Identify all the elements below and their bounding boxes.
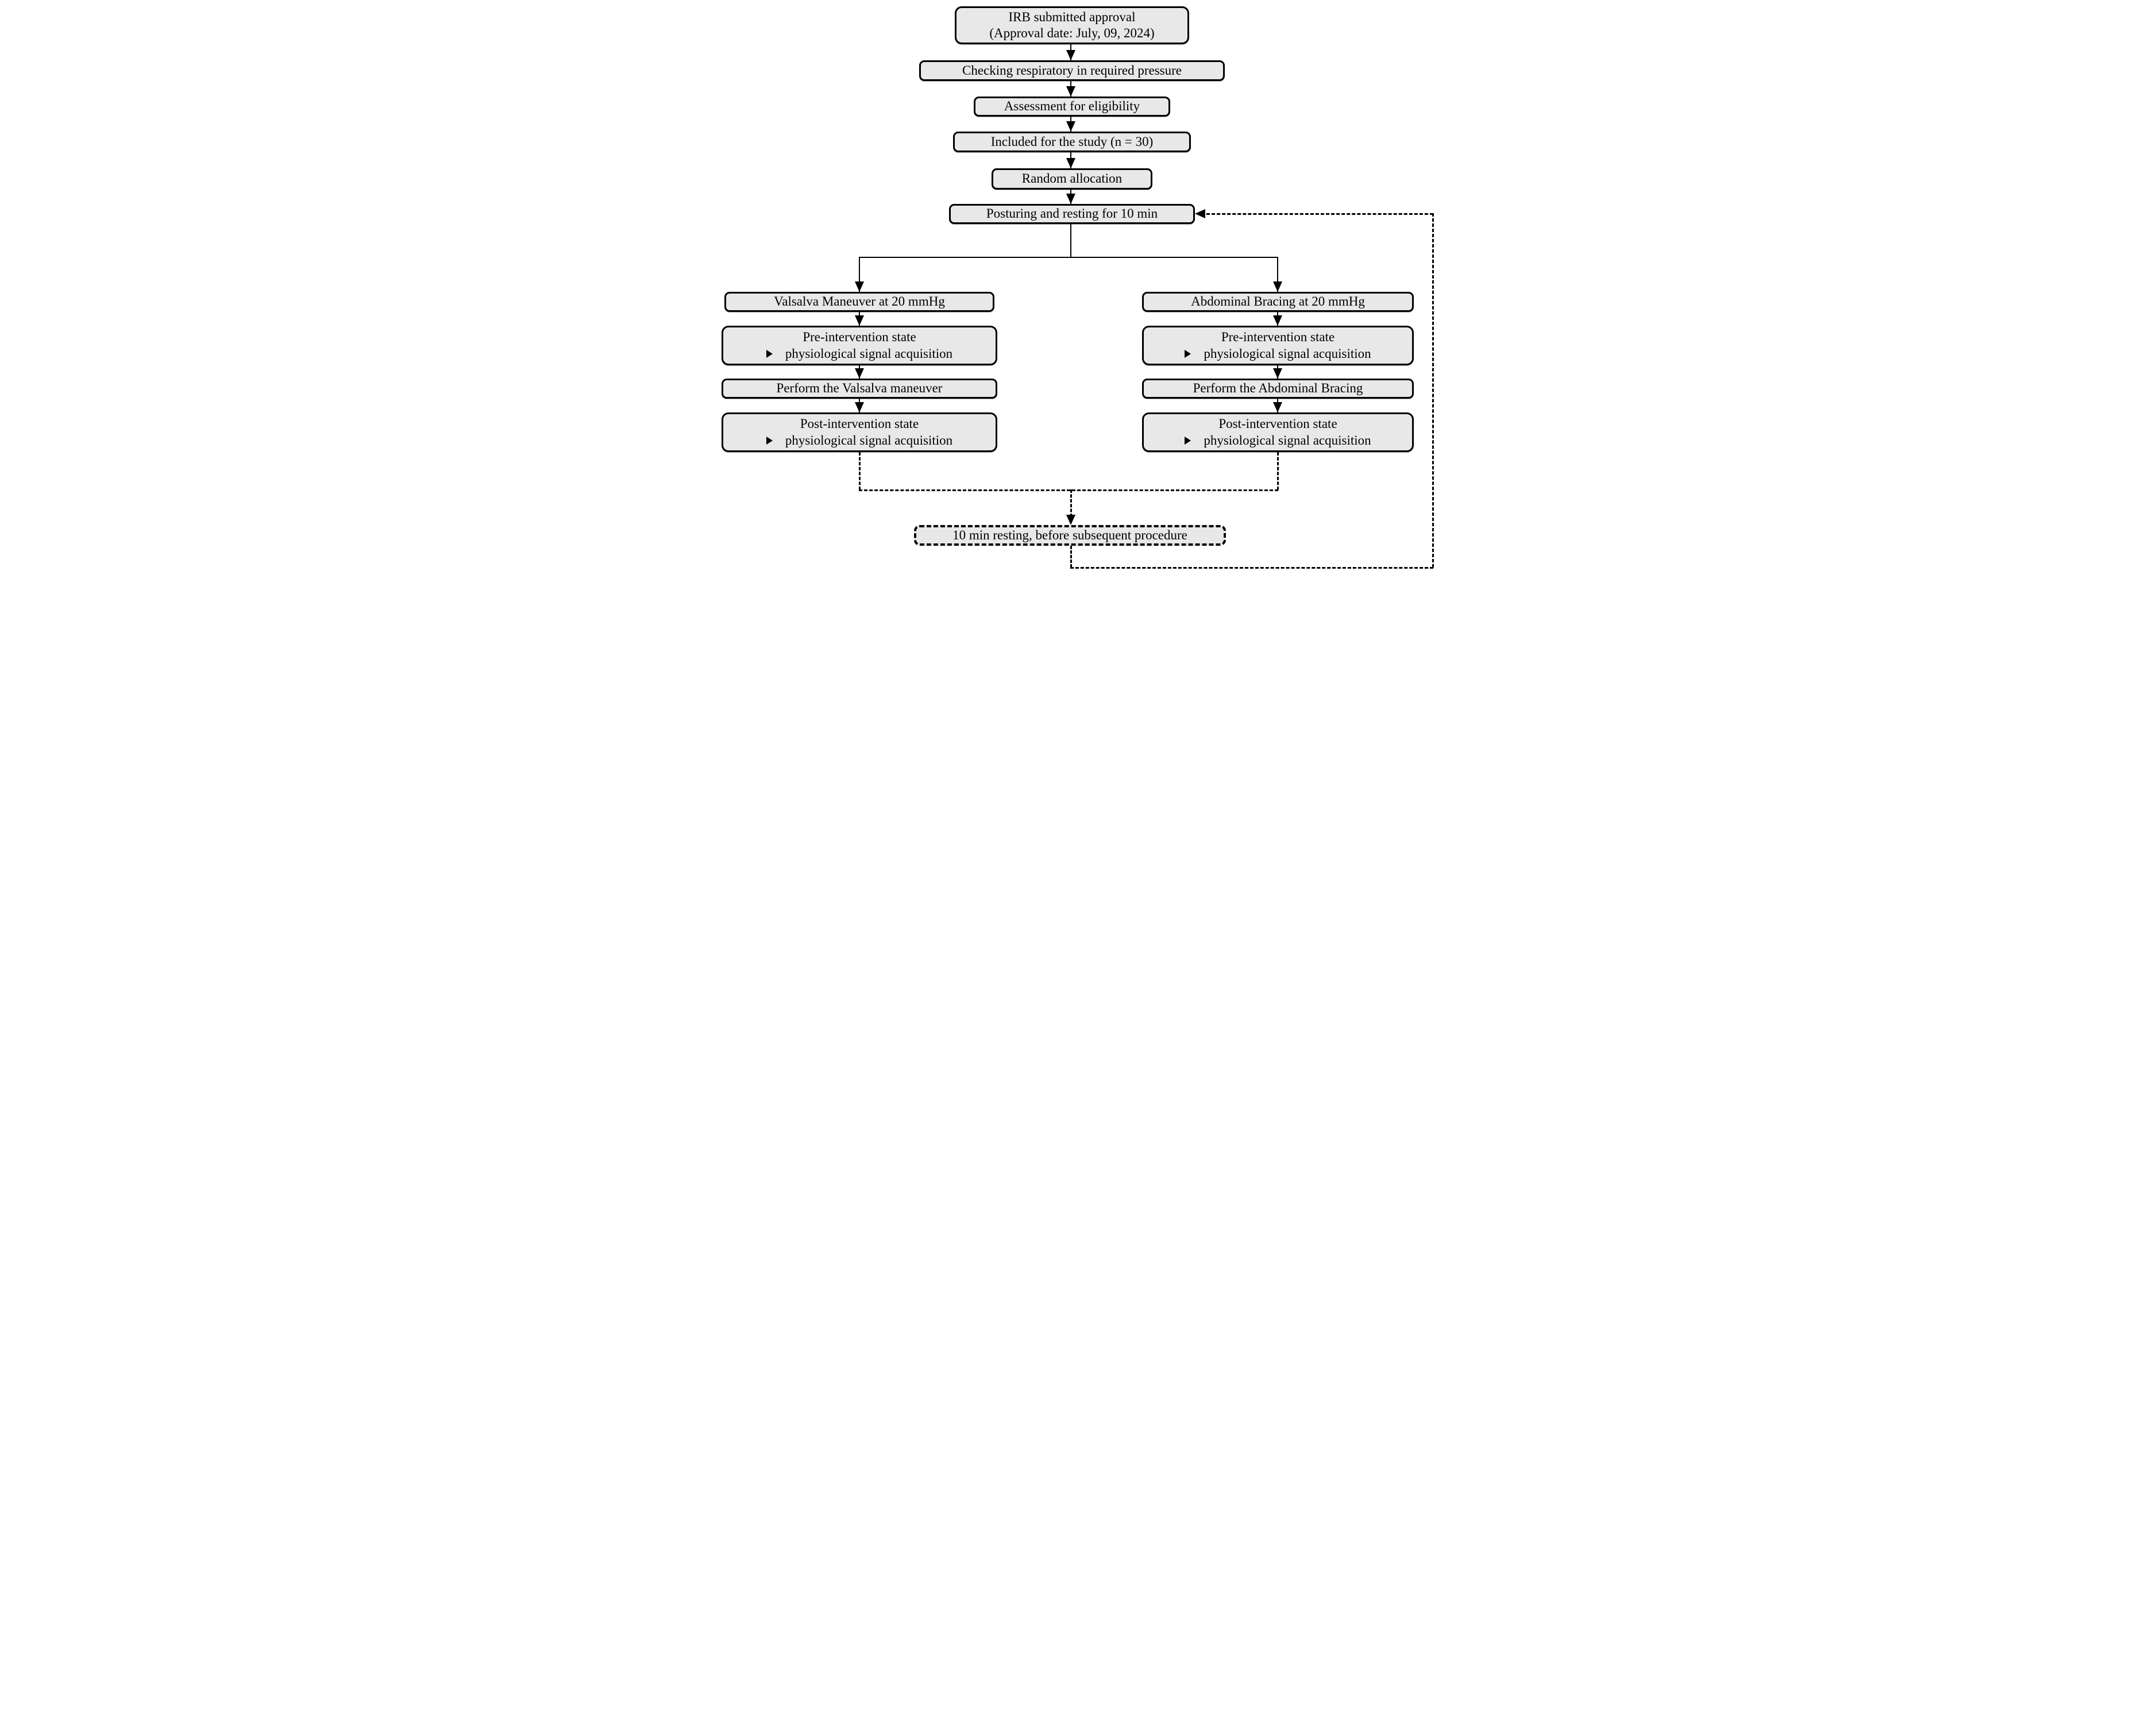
dashed-drop-right-arm xyxy=(1277,452,1279,490)
node-label-line1: Post-intervention state xyxy=(1218,416,1337,431)
dashed-merge-bar xyxy=(859,489,1278,491)
node-bracing-post-intervention: Post-intervention state physiological si… xyxy=(1142,412,1414,452)
arrowhead-down-icon xyxy=(1273,281,1282,292)
node-random-allocation: Random allocation xyxy=(992,168,1152,190)
node-checking-respiratory: Checking respiratory in required pressur… xyxy=(919,60,1225,81)
study-procedure-flowchart: IRB submitted approval (Approval date: J… xyxy=(719,0,1437,571)
node-label: Perform the Abdominal Bracing xyxy=(1193,381,1363,396)
node-label-line2: physiological signal acquisition xyxy=(785,346,953,361)
node-irb-approval: IRB submitted approval (Approval date: J… xyxy=(955,6,1189,44)
connector-posturing-to-split xyxy=(1070,224,1071,257)
node-assessment-eligibility: Assessment for eligibility xyxy=(974,97,1170,117)
dashed-loop-top xyxy=(1206,213,1433,215)
node-label: Abdominal Bracing at 20 mmHg xyxy=(1191,294,1365,309)
node-label: Random allocation xyxy=(1021,171,1123,186)
arrowhead-down-icon xyxy=(1273,402,1282,412)
connector-split-to-valsalva xyxy=(859,257,860,292)
bullet-line: physiological signal acquisition xyxy=(1185,433,1371,449)
node-label: Posturing and resting for 10 min xyxy=(986,206,1158,221)
node-label: Valsalva Maneuver at 20 mmHg xyxy=(774,294,945,309)
arrowhead-down-icon xyxy=(1273,315,1282,326)
dashed-loop-right xyxy=(1432,213,1434,568)
node-label-line1: Pre-intervention state xyxy=(803,330,916,345)
triangle-right-icon xyxy=(766,436,773,445)
node-perform-valsalva: Perform the Valsalva maneuver xyxy=(722,379,997,399)
arrowhead-down-icon xyxy=(1066,158,1075,168)
arrowhead-down-icon xyxy=(855,402,864,412)
connector-split-to-bracing xyxy=(1277,257,1278,292)
arrowhead-down-icon xyxy=(1066,121,1075,132)
connector-split-bar xyxy=(859,257,1278,258)
triangle-right-icon xyxy=(1185,436,1191,445)
bullet-line: physiological signal acquisition xyxy=(1185,346,1371,362)
node-rest-before-next: 10 min resting, before subsequent proced… xyxy=(914,525,1226,546)
arrowhead-down-icon xyxy=(855,281,864,292)
node-label: Checking respiratory in required pressur… xyxy=(962,63,1182,78)
node-label-line1: IRB submitted approval xyxy=(1008,9,1136,24)
arrowhead-down-icon xyxy=(1066,515,1075,525)
node-label-line1: Post-intervention state xyxy=(800,416,919,431)
arrowhead-down-icon xyxy=(1273,368,1282,379)
node-valsalva-header: Valsalva Maneuver at 20 mmHg xyxy=(724,292,994,312)
node-label-line2: (Approval date: July, 09, 2024) xyxy=(989,26,1155,40)
node-label-line1: Pre-intervention state xyxy=(1221,330,1335,345)
dashed-merge-to-resting xyxy=(1070,489,1072,517)
bullet-line: physiological signal acquisition xyxy=(766,346,952,362)
node-included-study: Included for the study (n = 30) xyxy=(953,132,1191,152)
node-posturing-resting: Posturing and resting for 10 min xyxy=(949,204,1195,224)
node-label: Perform the Valsalva maneuver xyxy=(776,381,943,396)
node-label: Assessment for eligibility xyxy=(1004,99,1140,114)
node-valsalva-pre-intervention: Pre-intervention state physiological sig… xyxy=(722,326,997,365)
arrowhead-down-icon xyxy=(855,368,864,379)
node-valsalva-post-intervention: Post-intervention state physiological si… xyxy=(722,412,997,452)
node-bracing-pre-intervention: Pre-intervention state physiological sig… xyxy=(1142,326,1414,365)
node-label-line2: physiological signal acquisition xyxy=(1204,346,1371,361)
node-bracing-header: Abdominal Bracing at 20 mmHg xyxy=(1142,292,1414,312)
arrowhead-down-icon xyxy=(855,315,864,326)
bullet-line: physiological signal acquisition xyxy=(766,433,952,449)
dashed-loop-bottom xyxy=(1070,567,1433,569)
node-label: 10 min resting, before subsequent proced… xyxy=(952,527,1187,542)
node-perform-bracing: Perform the Abdominal Bracing xyxy=(1142,379,1414,399)
dashed-drop-left-arm xyxy=(859,452,861,490)
arrowhead-down-icon xyxy=(1066,50,1075,60)
node-label-line2: physiological signal acquisition xyxy=(785,433,953,447)
arrowhead-down-icon xyxy=(1066,194,1075,204)
triangle-right-icon xyxy=(1185,349,1191,358)
arrowhead-down-icon xyxy=(1066,86,1075,97)
node-label: Included for the study (n = 30) xyxy=(990,134,1154,149)
node-label-line2: physiological signal acquisition xyxy=(1204,433,1371,447)
arrowhead-left-icon xyxy=(1195,209,1205,218)
triangle-right-icon xyxy=(766,349,773,358)
dashed-resting-drop xyxy=(1070,546,1072,568)
